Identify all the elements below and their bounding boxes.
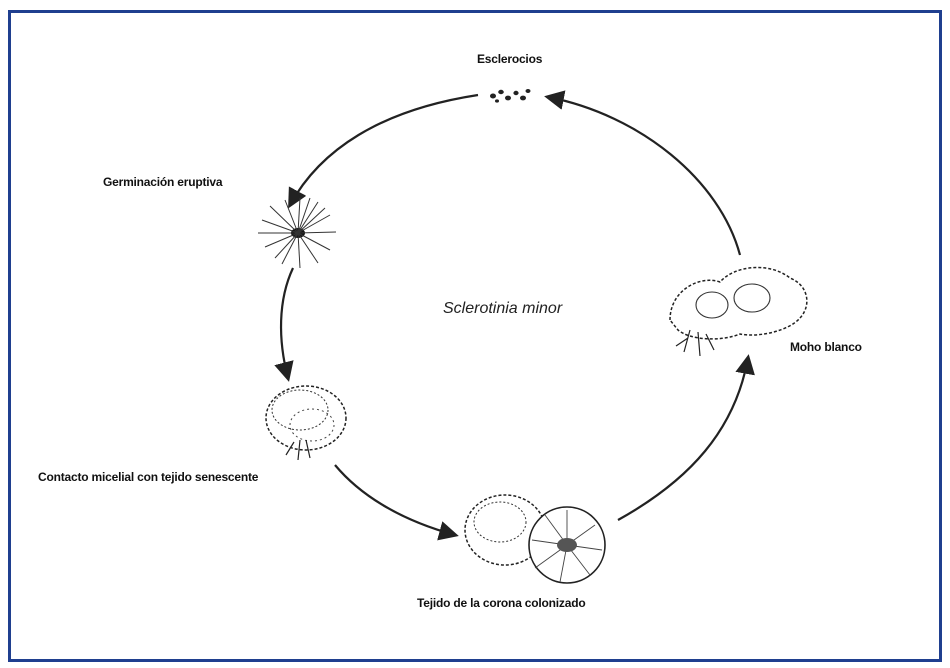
- arrow-esclerocios-to-germinacion: [290, 95, 478, 205]
- sclerotia-illustration: [490, 89, 531, 103]
- stage-label-tejido: Tejido de la corona colonizado: [417, 596, 585, 610]
- arrow-contacto-to-tejido: [335, 465, 455, 535]
- germination-illustration: [258, 198, 336, 268]
- arrow-moho-to-esclerocios: [548, 97, 740, 255]
- stage-label-esclerocios: Esclerocios: [477, 52, 542, 66]
- stage-label-germinacion: Germinación eruptiva: [103, 175, 222, 189]
- colonized-crown-illustration: [465, 495, 605, 583]
- arrow-tejido-to-moho: [618, 358, 748, 520]
- mycelial-contact-illustration: [266, 386, 346, 460]
- stage-label-contacto: Contacto micelial con tejido senescente: [38, 470, 258, 484]
- white-mold-illustration: [670, 267, 807, 356]
- arrow-germinacion-to-contacto: [281, 268, 293, 378]
- diagram-center-title: Sclerotinia minor: [443, 300, 562, 318]
- stage-label-moho: Moho blanco: [790, 340, 862, 354]
